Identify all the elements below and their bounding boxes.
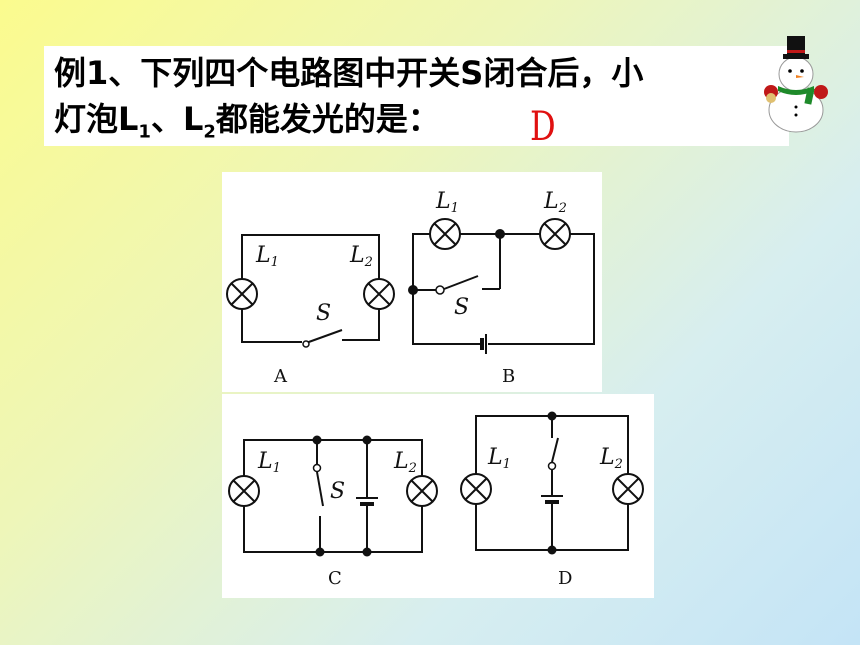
- question-line-2: 灯泡L1、L2都能发光的是：: [54, 96, 789, 155]
- bulb-c-l2-icon: [406, 475, 438, 507]
- label-d-l2: L: [599, 445, 615, 470]
- label-a-l: L: [255, 243, 271, 268]
- label-b-l2: L: [543, 189, 559, 214]
- circuit-panel-cd: L1 L2 S L1 L2 C D: [222, 394, 654, 598]
- question-separator: 、L: [150, 100, 204, 138]
- label-c-l2: L: [393, 449, 409, 474]
- circuit-d: [460, 415, 644, 551]
- circuit-panel-ab: L1 L2 S L1 L2 S A B: [222, 172, 602, 392]
- svg-text:L2: L2: [543, 189, 567, 216]
- label-c: C: [328, 568, 342, 589]
- svg-text:L1: L1: [255, 243, 279, 270]
- bulb-d-l1-icon: [460, 473, 492, 505]
- snowman-icon: [764, 36, 828, 133]
- label-b-l: L: [435, 189, 451, 214]
- label-a: A: [273, 366, 288, 387]
- svg-text:L2: L2: [349, 243, 373, 270]
- label-d-l2-sub: 2: [614, 457, 623, 472]
- label-d: D: [558, 568, 572, 589]
- label-b-l1-sub: 1: [451, 201, 459, 216]
- svg-text:L1: L1: [487, 445, 511, 472]
- label-b: B: [502, 366, 515, 387]
- bulb-c-l1-icon: [228, 475, 260, 507]
- answer-label: D: [530, 104, 556, 150]
- label-a-l1-sub: 1: [271, 255, 279, 270]
- bulb-b-l2-icon: [539, 218, 571, 250]
- label-c-l1-sub: 1: [273, 461, 281, 476]
- question-line-2-prefix: 灯泡L: [54, 100, 139, 138]
- label-d-l1-sub: 1: [503, 457, 511, 472]
- label-b-switch: S: [454, 295, 469, 320]
- question-box: 例1、下列四个电路图中开关S闭合后，小 灯泡L1、L2都能发光的是：: [44, 46, 789, 146]
- bulb-l2-icon: [363, 278, 395, 310]
- label-c-l: L: [257, 449, 273, 474]
- circuits-cd-svg: L1 L2 S L1 L2 C D: [228, 411, 644, 589]
- label-d-l: L: [487, 445, 503, 470]
- circuits-ab-svg: L1 L2 S L1 L2 S A B: [226, 189, 595, 387]
- bulb-l1-icon: [226, 278, 258, 310]
- circuit-b: [412, 218, 595, 354]
- label-b-l2-sub: 2: [558, 201, 567, 216]
- circuit-c: [228, 439, 438, 553]
- svg-text:L1: L1: [435, 189, 459, 216]
- question-text: 例1、下列四个电路图中开关S闭合后，小 灯泡L1、L2都能发光的是：: [54, 50, 789, 155]
- label-a-switch: S: [316, 301, 331, 326]
- svg-text:L2: L2: [393, 449, 417, 476]
- bulb-b-l1-icon: [429, 218, 461, 250]
- question-line-2-suffix: 都能发光的是：: [215, 100, 440, 138]
- label-a-l2-sub: 2: [364, 255, 373, 270]
- svg-text:L2: L2: [599, 445, 623, 472]
- label-a-l2: L: [349, 243, 365, 268]
- svg-text:L1: L1: [257, 449, 281, 476]
- label-c-l2-sub: 2: [408, 461, 417, 476]
- l1-subscript: 1: [138, 121, 151, 143]
- l2-subscript: 2: [203, 121, 216, 143]
- circuit-a: [226, 234, 395, 344]
- label-c-switch: S: [330, 479, 345, 504]
- question-line-1: 例1、下列四个电路图中开关S闭合后，小: [54, 54, 644, 92]
- bulb-d-l2-icon: [612, 473, 644, 505]
